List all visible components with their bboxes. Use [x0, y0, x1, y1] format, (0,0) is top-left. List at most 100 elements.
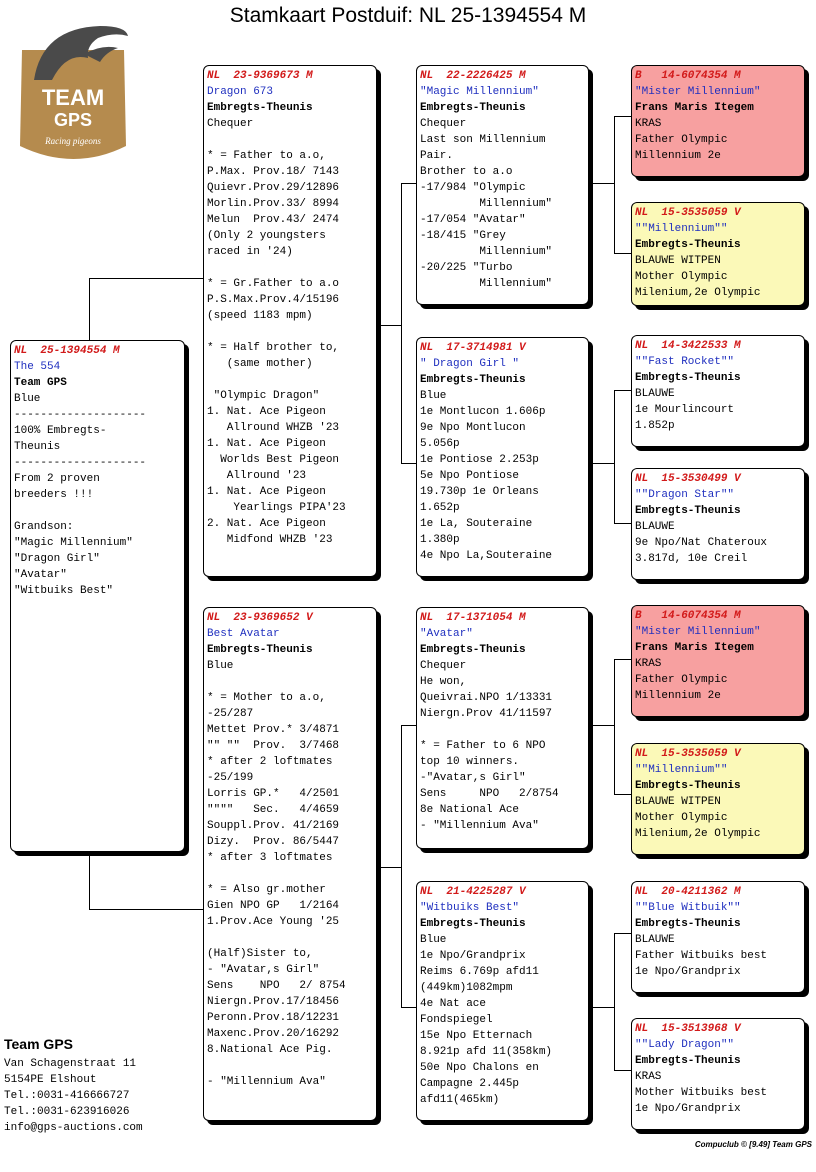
connector — [614, 659, 632, 660]
ring-number: NL 14-3422533 M — [635, 340, 741, 352]
ring-number: NL 15-3513968 V — [635, 1023, 741, 1035]
pedigree-line: Quievr.Prov.29/12896 — [207, 182, 340, 194]
connector — [377, 325, 402, 326]
email[interactable]: info@gps-auctions.com — [4, 1122, 143, 1134]
pedigree-line: KRAS — [635, 118, 662, 130]
pedigree-line: * = Gr.Father to a.o — [207, 278, 340, 290]
pedigree-line: Reims 6.769p afd11 — [420, 966, 539, 978]
pigeon-name: Dragon 673 — [207, 86, 274, 98]
pedigree-line: breeders !!! — [14, 489, 94, 501]
ring-number: NL 23-9369673 M — [207, 70, 313, 82]
pigeon-card-mm[interactable]: NL 21-4225287 V"Witbuiks Best"Embregts-T… — [416, 881, 589, 1121]
pedigree-line: "Dragon Girl" — [14, 553, 100, 565]
ring-number: NL 17-1371054 M — [420, 612, 526, 624]
pedigree-line: Millennium" — [420, 198, 553, 210]
pedigree-line: 1e Mourlincourt — [635, 404, 735, 416]
pedigree-line: Father Olympic — [635, 134, 728, 146]
pedigree-line: Father Witbuiks best — [635, 950, 768, 962]
pigeon-name: "Mister Millennium" — [635, 626, 761, 638]
pedigree-line: Campagne 2.445p — [420, 1078, 520, 1090]
connector — [614, 1070, 632, 1071]
breeder-name: Embregts-Theunis — [420, 374, 526, 386]
pedigree-line: -------------------- — [14, 457, 147, 469]
connector — [589, 183, 615, 184]
pedigree-line: 100% Embregts- — [14, 425, 107, 437]
connector — [614, 659, 615, 795]
connector — [89, 278, 205, 279]
pedigree-line — [207, 866, 373, 882]
pedigree-line: (449km)1082mpm — [420, 982, 513, 994]
pedigree-line: (speed 1183 mpm) — [207, 310, 313, 322]
pedigree-line: * = Father to a.o, — [207, 150, 326, 162]
pedigree-line: Pair. — [420, 150, 454, 162]
pedigree-line: BLAUWE — [635, 388, 675, 400]
ring-number: NL 17-3714981 V — [420, 342, 526, 354]
pedigree-line: 1. Nat. Ace Pigeon — [207, 438, 326, 450]
pedigree-line: Dizy. Prov. 86/5447 — [207, 836, 340, 848]
pigeon-card-mmf[interactable]: NL 20-4211362 M""Blue Witbuik""Embregts-… — [631, 881, 805, 993]
connector — [614, 933, 615, 1071]
pigeon-card-mfm[interactable]: NL 15-3535059 V""Millennium""Embregts-Th… — [631, 743, 805, 855]
pedigree-line: P.Max. Prov.18/ 7143 — [207, 166, 340, 178]
ring-number: B 14-6074354 M — [635, 610, 741, 622]
pedigree-line: Mother Olympic — [635, 812, 728, 824]
pedigree-line: 5e Npo Pontiose — [420, 470, 520, 482]
pigeon-card-fmm[interactable]: NL 15-3530499 V""Dragon Star""Embregts-T… — [631, 468, 805, 580]
pedigree-line: 1e La, Souteraine — [420, 518, 533, 530]
pedigree-line — [207, 1058, 373, 1074]
ring-number: NL 15-3535059 V — [635, 207, 741, 219]
pedigree-line: 5.056p — [420, 438, 460, 450]
connector — [614, 253, 632, 254]
pedigree-line: 4e Nat ace — [420, 998, 487, 1010]
pedigree-line: raced in '24) — [207, 246, 293, 258]
pedigree-line: Chequer — [420, 660, 467, 672]
pigeon-card-fff[interactable]: B 14-6074354 M"Mister Millennium"Frans M… — [631, 65, 805, 177]
pigeon-name: ""Lady Dragon"" — [635, 1039, 735, 1051]
pigeon-card-fmf[interactable]: NL 14-3422533 M""Fast Rocket""Embregts-T… — [631, 335, 805, 447]
pedigree-line: 1. Nat. Ace Pigeon — [207, 406, 326, 418]
pedigree-line — [207, 260, 373, 276]
pigeon-card-ffm[interactable]: NL 15-3535059 V""Millennium""Embregts-Th… — [631, 202, 805, 306]
pigeon-card-ff[interactable]: NL 22-2226425 M"Magic Millennium"Embregt… — [416, 65, 589, 305]
pedigree-line: Fondspiegel — [420, 1014, 493, 1026]
pedigree-line: 4e Npo La,Souteraine — [420, 550, 553, 562]
logo-tagline: Racing pigeons — [44, 136, 101, 146]
pigeon-card-mff[interactable]: B 14-6074354 M "Mister Millennium" Frans M… — [631, 605, 805, 717]
pedigree-line: * = Half brother to, — [207, 342, 340, 354]
pedigree-line: BLAUWE — [635, 521, 675, 533]
connector — [589, 463, 615, 464]
pedigree-line — [420, 722, 585, 738]
pedigree-line: "Witbuiks Best" — [14, 585, 114, 597]
pedigree-line: Milenium,2e Olympic — [635, 828, 761, 840]
breeder-name: Frans Maris Itegem — [635, 642, 754, 654]
pedigree-line: 3.817d, 10e Creil — [635, 553, 748, 565]
pedigree-line: Milenium,2e Olympic — [635, 287, 761, 299]
connector — [89, 852, 90, 910]
connector — [614, 116, 615, 254]
pedigree-line: Niergn.Prov.17/18456 — [207, 996, 340, 1008]
connector — [401, 725, 418, 726]
pedigree-line: Last son Millennium — [420, 134, 546, 146]
pedigree-line: Lorris GP.* 4/2501 — [207, 788, 340, 800]
pedigree-line: KRAS — [635, 658, 662, 670]
pedigree-line: 8.National Ace Pig. — [207, 1044, 333, 1056]
pigeon-card-fm[interactable]: NL 17-3714981 V" Dragon Girl "Embregts-T… — [416, 337, 589, 577]
connector — [401, 1007, 418, 1008]
connector — [401, 463, 418, 464]
pedigree-line: Chequer — [207, 118, 254, 130]
software-credit: Compuclub © [9.49] Team GPS — [694, 1140, 812, 1149]
pigeon-name: Best Avatar — [207, 628, 280, 640]
pedigree-line: -20/225 "Turbo — [420, 262, 513, 274]
ring-number: NL 23-9369652 V — [207, 612, 313, 624]
pedigree-line: 50e Npo Chalons en — [420, 1062, 539, 1074]
breeder-name: Embregts-Theunis — [420, 918, 526, 930]
pedigree-line: Millennium 2e — [635, 690, 721, 702]
pigeon-card-mmm[interactable]: NL 15-3513968 V""Lady Dragon""Embregts-T… — [631, 1018, 805, 1130]
breeder-name: Embregts-Theunis — [635, 239, 741, 251]
pedigree-line: Blue — [420, 934, 447, 946]
pigeon-name: "Magic Millennium" — [420, 86, 539, 98]
